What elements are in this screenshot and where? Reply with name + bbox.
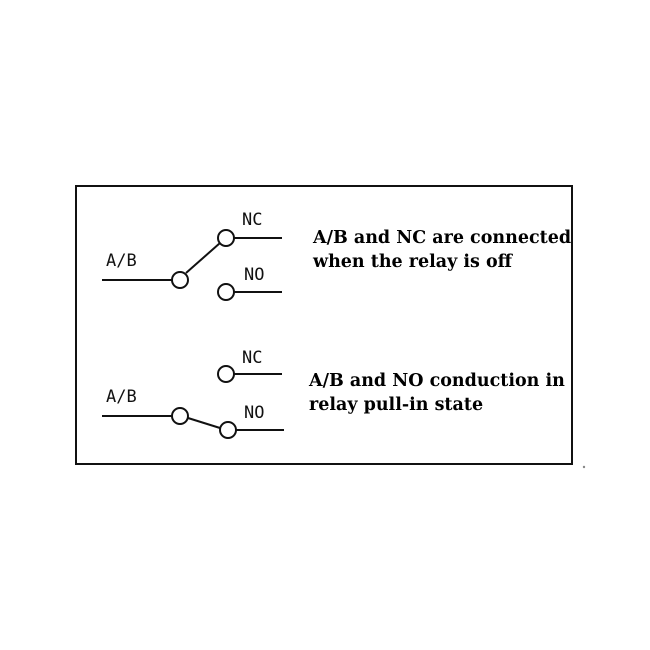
- top-switch-arm: [185, 242, 221, 274]
- bottom-no-terminal: [219, 421, 237, 439]
- bottom-nc-label: NC: [242, 348, 262, 368]
- top-common-label: A/B: [106, 251, 137, 271]
- relay-off-schematic: A/B NC NO: [102, 210, 282, 301]
- stray-mark: [582, 465, 586, 469]
- bottom-switch-arm: [187, 417, 221, 429]
- bottom-description-line-1: A/B and NO conduction in: [308, 371, 565, 391]
- bottom-description-line-2: relay pull-in state: [309, 395, 483, 415]
- top-no-terminal: [217, 283, 235, 301]
- bottom-nc-terminal: [217, 365, 235, 383]
- top-description-line-2: when the relay is off: [312, 252, 514, 272]
- top-no-label: NO: [244, 265, 264, 285]
- bottom-common-terminal: [171, 407, 189, 425]
- top-description-line-1: A/B and NC are connected: [312, 228, 571, 248]
- bottom-common-label: A/B: [106, 387, 137, 407]
- top-nc-label: NC: [242, 210, 262, 230]
- diagram-frame: [75, 185, 573, 465]
- top-nc-terminal: [217, 229, 235, 247]
- relay-pull-in-schematic: NC A/B NO: [102, 348, 284, 439]
- bottom-no-label: NO: [244, 403, 264, 423]
- top-common-terminal: [171, 271, 189, 289]
